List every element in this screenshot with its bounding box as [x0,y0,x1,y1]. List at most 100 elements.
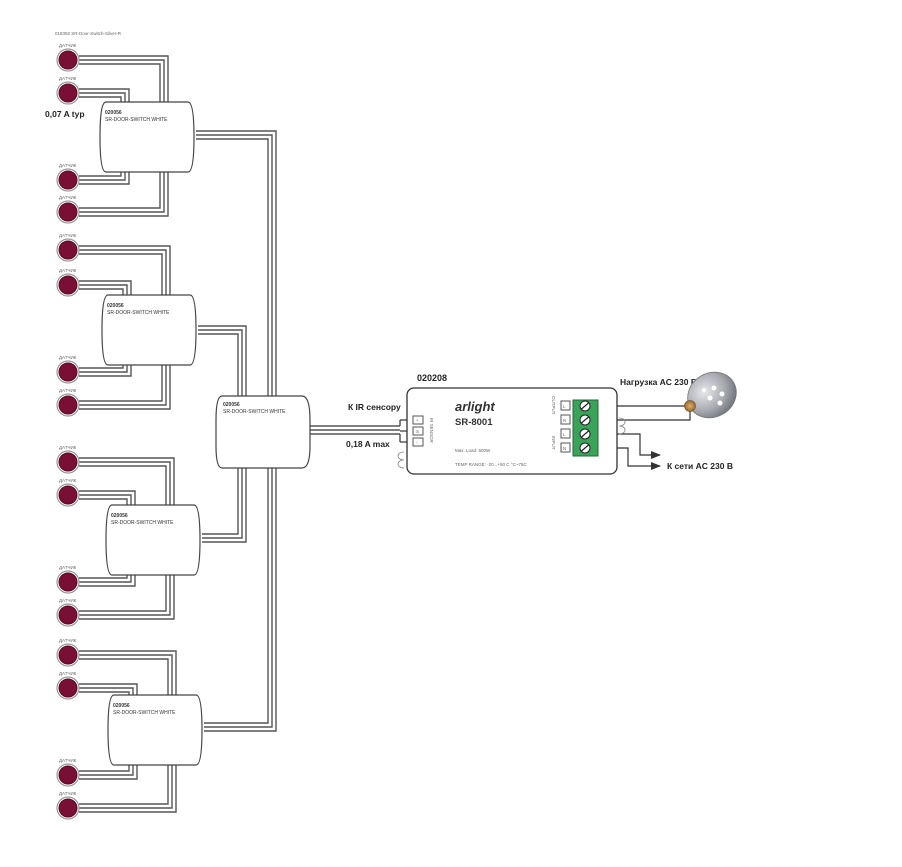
wire [79,365,124,369]
wire [79,498,128,505]
wire [79,280,132,295]
hub-module-name: SR-DOOR-SWITCH WHITE [107,310,170,316]
terminal-screws [579,400,591,454]
sensor-label: ДАТЧИК [59,233,77,238]
wire [79,365,163,402]
sensor-label: ДАТЧИК [59,355,77,360]
wire [79,249,167,295]
sensor: ДАТЧИК [56,388,80,417]
hub-module-id: 020056 [113,703,130,709]
wire [79,765,134,776]
wire [198,329,243,396]
wire [79,457,175,505]
sensor: ДАТЧИК [56,233,80,262]
wire [79,494,132,505]
sensor-pin-3: - [416,440,418,445]
wire [198,325,247,396]
hub-module-id: 020056 [105,110,122,116]
wire [79,765,177,813]
hub-module-name: SR-DOOR-SWITCH WHITE [111,520,174,526]
wire [79,765,169,805]
wire-load-n [598,410,691,421]
screw-icon [579,442,591,454]
sensor-label: ДАТЧИК [59,638,77,643]
controller-model: SR-8001 [455,417,493,428]
wire [196,130,277,396]
coil-left [397,451,405,469]
output-pin-l: L [563,404,566,409]
wire [202,468,243,539]
main-hub-id: 020056 [223,402,240,408]
sensor-input-label: IR SENSOR [429,418,434,444]
wire [198,333,239,396]
controller-article: 020208 [417,373,447,383]
sensor-label: ДАТЧИК [59,445,77,450]
sensor-label: ДАТЧИК [59,163,77,168]
sensor: ДАТЧИК [56,195,80,224]
wire [204,468,273,728]
wire [79,172,169,217]
wire [79,172,161,209]
sensor-label: ДАТЧИК [59,671,77,676]
wires [79,55,691,813]
wire [79,691,130,695]
wire [79,59,165,102]
wire [79,172,126,181]
sensor-label: ДАТЧИК [59,758,77,763]
hub-module-name: SR-DOOR-SWITCH WHITE [105,117,168,123]
hub-module-name: SR-DOOR-SWITCH WHITE [113,710,176,716]
product-label: 018392 SR-Door-Switch-Silver-R [55,31,122,36]
wire [79,365,132,377]
wire [79,658,169,695]
wire [79,245,171,295]
wire [79,765,173,809]
input-pin-l: L [563,432,566,437]
input-label: INPUT [551,436,556,450]
sensor: ДАТЧИК [56,268,80,297]
hub-module-id: 020056 [111,513,128,519]
sensor: ДАТЧИК [56,671,80,700]
ir-sensor-label: К IR сенсору [348,402,401,412]
sensor: ДАТЧИК [56,638,80,667]
wire [79,575,171,616]
sensor-label: ДАТЧИК [59,598,77,603]
wire [204,468,277,732]
sensor: ДАТЧИК [56,43,80,72]
wire [79,365,167,406]
sensor-label: ДАТЧИК [59,268,77,273]
output-label: OUTPUT [551,396,556,415]
sensor-label: ДАТЧИК [59,791,77,796]
wire [79,687,134,695]
sensor-pin-1: + [416,418,419,423]
sensor: ДАТЧИК [56,76,80,105]
wire [79,650,177,695]
wire [204,468,269,724]
screw-icon [579,400,591,412]
input-pin-n: N [563,446,566,451]
brand-logo: arlight [455,399,495,414]
wire [79,172,122,177]
sensors: ДАТЧИК ДАТЧИК ДАТЧИК ДАТЧИК ДАТЧИК ДАТЧИК ДАТЧ… [56,43,80,820]
sensor-label: ДАТЧИК [59,478,77,483]
wire [79,63,161,102]
screw-icon [579,414,591,426]
output-pin-n: N [563,418,566,423]
coil-right [618,417,626,435]
controller: 020208 arlight SR-8001 Max. Load: 500W T… [406,373,618,475]
sensor-label: ДАТЧИК [59,76,77,81]
wire [79,575,136,587]
main-hub-name: SR-DOOR-SWITCH WHITE [223,409,286,415]
max-load-label: Max. Load: 500W [455,448,491,453]
mains-label: К сети AC 230 В [667,461,733,471]
sensor: ДАТЧИК [56,758,80,787]
wire [79,288,124,295]
lamp-icon [684,371,737,419]
load-label: Нагрузка AC 230 В [620,377,697,387]
wire [79,365,128,373]
